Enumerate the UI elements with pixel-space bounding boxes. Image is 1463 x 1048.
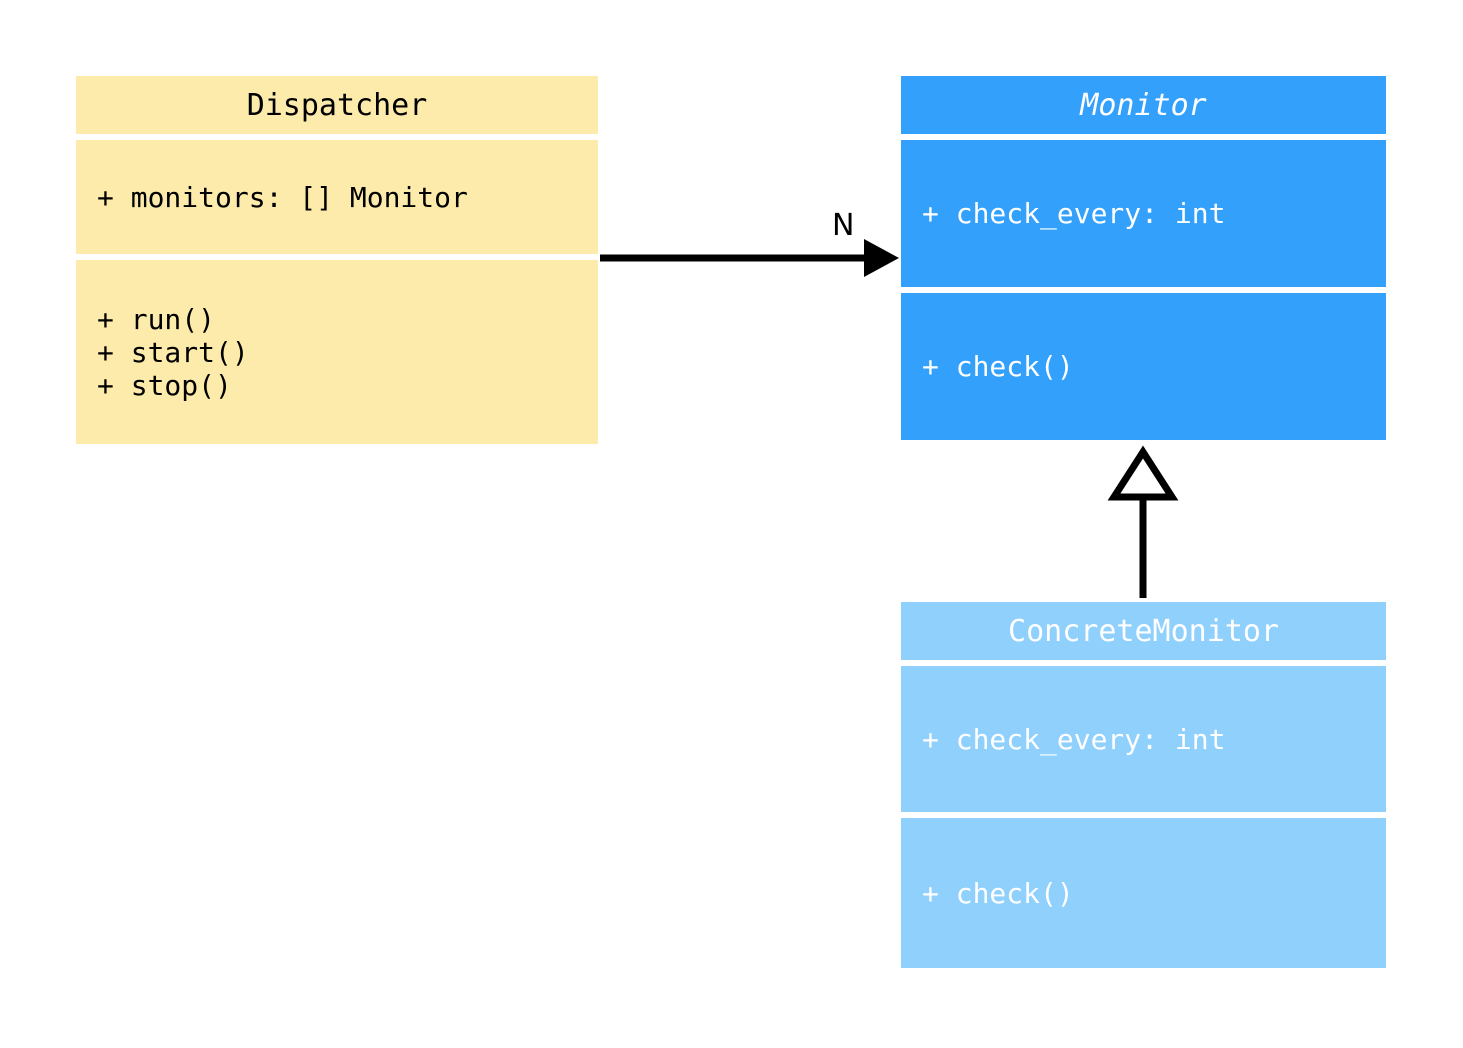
class-methods-monitor: + check() bbox=[901, 293, 1386, 440]
class-methods-dispatcher: + run() + start() + stop() bbox=[76, 260, 598, 444]
association-dispatcher-monitor bbox=[600, 239, 899, 277]
method-item: + start() bbox=[97, 335, 249, 369]
class-attributes-monitor: + check_every: int bbox=[901, 140, 1386, 287]
class-title-dispatcher: Dispatcher bbox=[76, 76, 598, 134]
attribute-item: + monitors: [] Monitor bbox=[97, 180, 468, 214]
method-list: + run() + start() + stop() bbox=[76, 260, 598, 444]
method-item: + run() bbox=[97, 302, 216, 336]
method-item: + check() bbox=[922, 876, 1074, 910]
class-attributes-concretemonitor: + check_every: int bbox=[901, 666, 1386, 812]
method-list: + check() bbox=[901, 818, 1386, 968]
attribute-item: + check_every: int bbox=[922, 722, 1226, 756]
method-item: + stop() bbox=[97, 368, 232, 402]
class-methods-concretemonitor: + check() bbox=[901, 818, 1386, 968]
class-attributes-dispatcher: + monitors: [] Monitor bbox=[76, 140, 598, 254]
class-title-monitor: Monitor bbox=[901, 76, 1386, 134]
class-title-concretemonitor: ConcreteMonitor bbox=[901, 602, 1386, 660]
attribute-list: + monitors: [] Monitor bbox=[76, 140, 598, 254]
generalization-concretemonitor-monitor bbox=[1107, 445, 1179, 598]
attribute-item: + check_every: int bbox=[922, 197, 1226, 230]
method-list: + check() bbox=[901, 293, 1386, 440]
attribute-list: + check_every: int bbox=[901, 140, 1386, 287]
class-box-concretemonitor[interactable]: ConcreteMonitor + check_every: int + che… bbox=[901, 602, 1386, 968]
attribute-list: + check_every: int bbox=[901, 666, 1386, 812]
hollow-triangle-arrowhead-icon bbox=[1107, 445, 1179, 501]
class-box-dispatcher[interactable]: Dispatcher + monitors: [] Monitor + run(… bbox=[76, 76, 598, 444]
multiplicity-label-n: N bbox=[832, 208, 855, 243]
class-box-monitor[interactable]: Monitor + check_every: int + check() bbox=[901, 76, 1386, 440]
filled-triangle-arrowhead-icon bbox=[864, 239, 899, 277]
method-item: + check() bbox=[922, 350, 1074, 383]
